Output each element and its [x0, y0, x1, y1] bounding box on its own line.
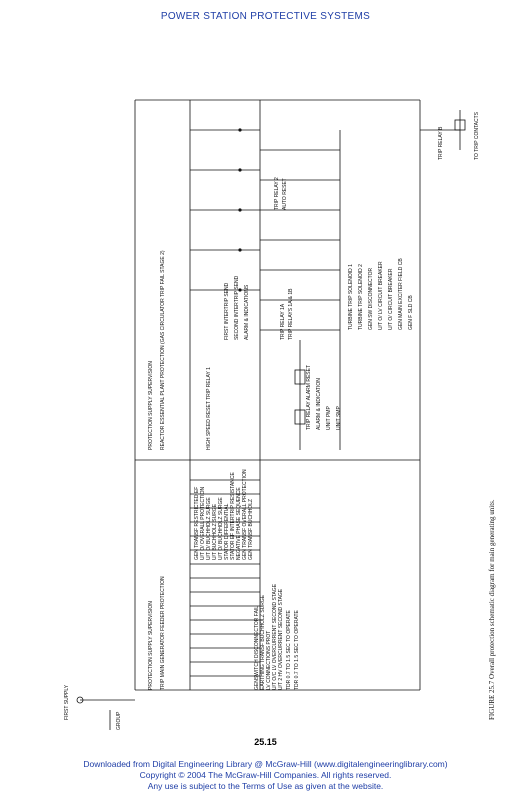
input-12: EARTHING TRANSF BUCHHOLZ SURGE	[260, 594, 266, 690]
schematic-svg: FIRST SUPPLY GROUP PROTECTION SUPPLY SUP…	[64, 99, 496, 730]
page-header: POWER STATION PROTECTIVE SYSTEMS	[160, 11, 371, 22]
trip-relay-1a: TRIP RELAY 1A	[280, 303, 286, 340]
mid-3: UNIT PMP	[326, 406, 332, 430]
input-11: GENSWITCH DISCONNECTOR FAIL	[254, 606, 260, 690]
trip-relay-b-label: TRIP RELAY B	[438, 126, 444, 160]
output-4: U/T O/ LV CIRCUIT BREAKER	[378, 261, 384, 330]
input-1: GEN TRANSF RESTRICTED EF	[194, 487, 200, 560]
top-output-2: SECOND INTERTRIP SEND	[234, 275, 240, 340]
footer-line-1: Downloaded from Digital Engineering Libr…	[83, 759, 448, 769]
input-4: U/T BUCHHOLZ SURGE	[212, 503, 218, 560]
input-7: STATOR EF INTERTRIP RESISTANCE	[230, 472, 236, 560]
output-3: GEN SW DISCONNECTOR	[368, 267, 374, 330]
mid-labels: TRIP RELAY ALARM RESET ALARM & INDICATIO…	[306, 365, 342, 430]
group-label: GROUP	[116, 711, 122, 730]
delay-label-1: TDR 0.7 TO 1.5 SEC TO OPERATE	[286, 609, 292, 690]
top-output-1: FIRST INTERTRIP SEND	[224, 282, 230, 340]
trip-relays-1a-1b: TRIP RELAYS 1A & 1B	[288, 288, 294, 340]
footer-line-2: Copyright © 2004 The McGraw-Hill Compani…	[139, 770, 392, 780]
top-supervision-label: PROTECTION SUPPLY SUPERVISION	[148, 361, 154, 450]
reactor-label: REACTOR ESSENTIAL PLANT PROTECTION (GAS …	[160, 250, 166, 450]
delay-label-2: TDR 0.7 TO 1.5 SEC TO OPERATE	[294, 609, 300, 690]
trip-relay-1-label: HIGH SPEED RESET TRIP RELAY 1	[206, 367, 212, 450]
mid-4: UNIT SMP	[336, 406, 342, 430]
input-6: STATOR DIFFERENTIAL	[224, 503, 230, 560]
bottom-outputs: TURBINE TRIP SOLENOID 1 TURBINE TRIP SOL…	[348, 258, 414, 330]
footer-line-3: Any use is subject to the Terms of Use a…	[147, 781, 384, 791]
output-6: GEN MAIN EXCITER FIELD CB	[398, 258, 404, 330]
output-7: GEN F SLD CB	[408, 295, 414, 330]
feeder-label: TRIP MAIN GENERATOR FEEDER PROTECTION	[160, 576, 166, 690]
bottom-inputs: GEN TRANSF RESTRICTED EF U/T O/ OVERALL …	[194, 469, 284, 690]
bottom-supervision-label: PROTECTION SUPPLY SUPERVISION	[148, 601, 154, 690]
output-1: TURBINE TRIP SOLENOID 1	[348, 264, 354, 330]
footer: Downloaded from Digital Engineering Libr…	[0, 759, 531, 792]
input-13: LV CONNECTIONS PROT	[266, 631, 272, 690]
input-5: U/T O/ BUCHHOLZ SURGE	[218, 497, 224, 560]
input-3: U/T O/ BUCHHOLZ SURGE	[206, 497, 212, 560]
figure-caption: FIGURE 25.7 Overall protection schematic…	[488, 499, 496, 720]
input-8: NEGATIVE PHASE SEQUENCE	[236, 487, 242, 560]
auto-reset-label: AUTO RESET	[282, 178, 288, 210]
mid-1: TRIP RELAY ALARM RESET	[306, 365, 312, 430]
output-2: TURBINE TRIP SOLENOID 2	[358, 264, 364, 330]
page-number: 25.15	[254, 737, 277, 747]
trip-relay-2: TRIP RELAY 2	[274, 177, 280, 210]
first-supply-label: FIRST SUPPLY	[64, 684, 70, 720]
input-15: U/T 2 HV OVERCURRENT SECOND STAGE	[278, 588, 284, 690]
protection-schematic: FIRST SUPPLY GROUP PROTECTION SUPPLY SUP…	[40, 90, 500, 730]
output-5: U/T O/ CIRCUIT BREAKER	[388, 268, 394, 330]
input-2: U/T O/ OVERALL PROTECTION	[200, 487, 206, 560]
mid-2: ALARM & INDICATION	[316, 378, 322, 430]
input-14: U/T O/C LV OVERCURRENT SECOND STAGE	[272, 583, 278, 690]
top-output-3: ALARM & INDICATIONS	[244, 284, 250, 340]
input-10: GEN TRANSF BUCHHOLZ	[248, 499, 254, 560]
input-9: GEN TRANSF OVERALL PROTECTION	[242, 469, 248, 560]
trip-contacts-label: TO TRIP CONTACTS	[474, 111, 480, 160]
